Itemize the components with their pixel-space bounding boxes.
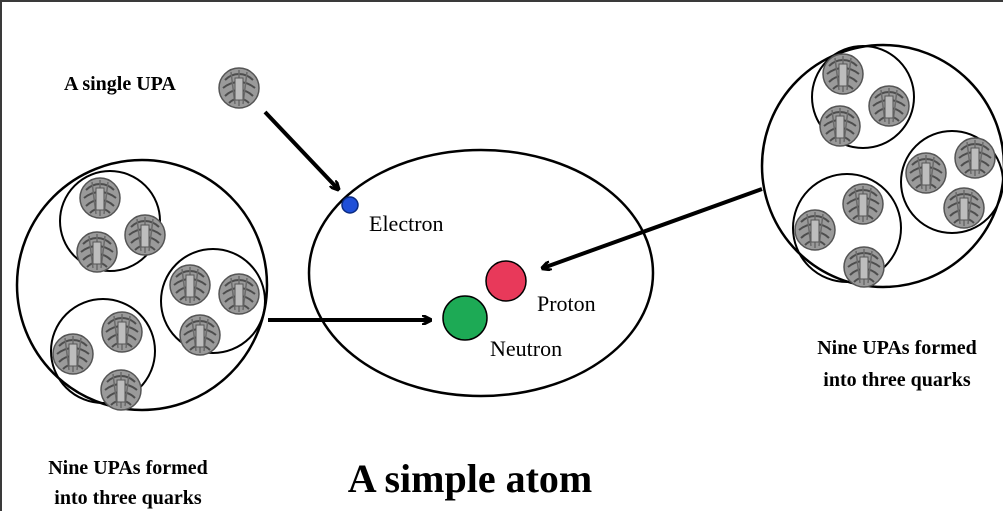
- neutron-label: Neutron: [490, 336, 562, 361]
- left-quark-bottom: [50, 298, 156, 404]
- diagram-title: A simple atom: [348, 456, 592, 501]
- electron-label: Electron: [369, 211, 444, 236]
- upa-icon: [52, 333, 94, 375]
- right-quark-top: [811, 45, 915, 149]
- upa-icon: [218, 273, 260, 315]
- right-quark-bottom: [792, 173, 902, 283]
- left-quark-group: [15, 158, 269, 412]
- upa-icon: [842, 183, 884, 225]
- right-quark-group: [760, 43, 1003, 289]
- left-caption-line2: into three quarks: [54, 487, 202, 509]
- upa-icon: [179, 314, 221, 356]
- upa-icon: [819, 105, 861, 147]
- arrow-upa-to-electron: [263, 110, 338, 189]
- atom-boundary: [307, 148, 655, 398]
- upa-icon: [169, 264, 211, 306]
- upa-icon: [100, 369, 142, 411]
- upa-icon: [79, 177, 121, 219]
- upa-icon: [905, 152, 947, 194]
- proton-label: Proton: [537, 291, 596, 316]
- electron-particle: [341, 196, 359, 214]
- proton-particle: [485, 260, 527, 302]
- upa-icon: [843, 246, 885, 288]
- upa-icon: [124, 214, 166, 256]
- upa-icon: [101, 311, 143, 353]
- upa-icon: [822, 53, 864, 95]
- right-group-outer-circle: [760, 43, 1003, 289]
- left-quark-right: [160, 248, 266, 354]
- upa-icon: [794, 209, 836, 251]
- left-group-outer-circle: [15, 158, 269, 412]
- single-upa-label: A single UPA: [64, 73, 176, 95]
- arrow-right-group-to-proton: [543, 187, 763, 268]
- upa-icon: [218, 67, 260, 109]
- upa-icon: [868, 85, 910, 127]
- right-quark-right: [900, 130, 1003, 234]
- right-caption-line2: into three quarks: [823, 369, 971, 391]
- neutron-particle: [442, 295, 488, 341]
- upa-icon: [943, 187, 985, 229]
- upa-icon: [76, 231, 118, 273]
- upa-icon: [954, 137, 996, 179]
- right-caption-line1: Nine UPAs formed: [817, 337, 977, 359]
- left-caption-line1: Nine UPAs formed: [48, 457, 208, 479]
